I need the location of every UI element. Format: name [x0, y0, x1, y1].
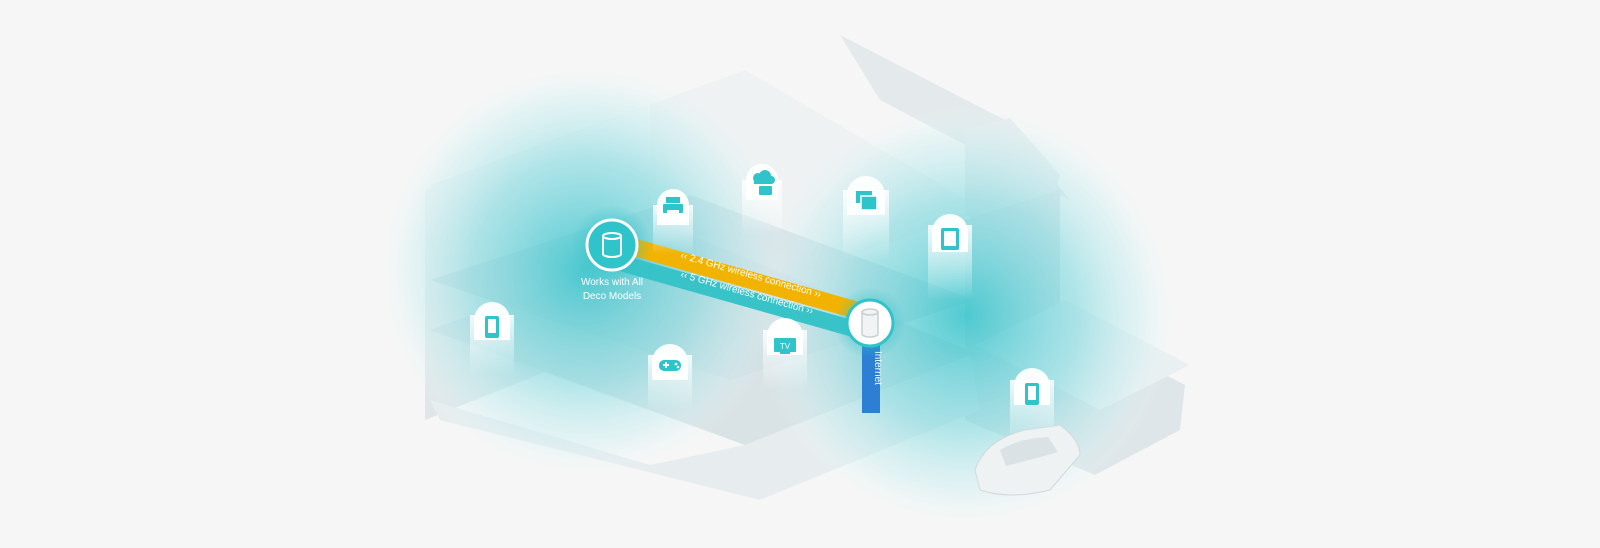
link-5ghz-bar [612, 252, 870, 342]
primary-deco-node: Works with All Deco Models [572, 205, 652, 302]
device-desktop [843, 176, 889, 260]
tv-icon: TV [774, 338, 796, 354]
device-tv: TV [763, 318, 807, 390]
router-icon [602, 232, 622, 258]
node-badge [585, 218, 639, 272]
device-cloud-storage [742, 164, 782, 235]
smartphone-icon [485, 316, 499, 338]
router-icon [861, 308, 879, 338]
printer-icon [663, 197, 683, 215]
cloud-folder-icon [753, 170, 775, 195]
car-illustration [974, 424, 1081, 496]
tv-icon-label: TV [780, 342, 791, 351]
device-game-console [648, 344, 692, 410]
primary-node-label-2: Deco Models [583, 291, 641, 302]
device-printer [653, 189, 693, 255]
smartphone-icon [1025, 383, 1039, 405]
internet-bar [862, 345, 880, 413]
internet-label: Internet [872, 351, 883, 385]
device-smartphone-left [470, 302, 514, 375]
primary-node-label-1: Works with All [581, 277, 643, 288]
desktop-computer-icon [856, 191, 878, 211]
internet-connection: Internet [862, 345, 883, 413]
secondary-deco-node [834, 287, 906, 359]
tablet-icon [941, 228, 959, 250]
device-tablet [928, 214, 972, 300]
gamepad-icon [659, 360, 681, 371]
